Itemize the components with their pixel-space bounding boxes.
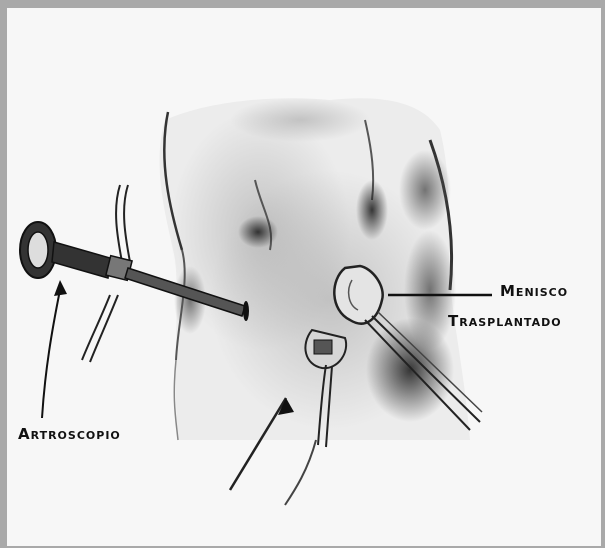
label-meniscus-line2: Trasplantado xyxy=(448,312,562,330)
label-arthroscope: Artroscopio xyxy=(18,425,121,443)
knee xyxy=(160,98,470,440)
label-meniscus-line1: Menisco xyxy=(500,282,568,300)
